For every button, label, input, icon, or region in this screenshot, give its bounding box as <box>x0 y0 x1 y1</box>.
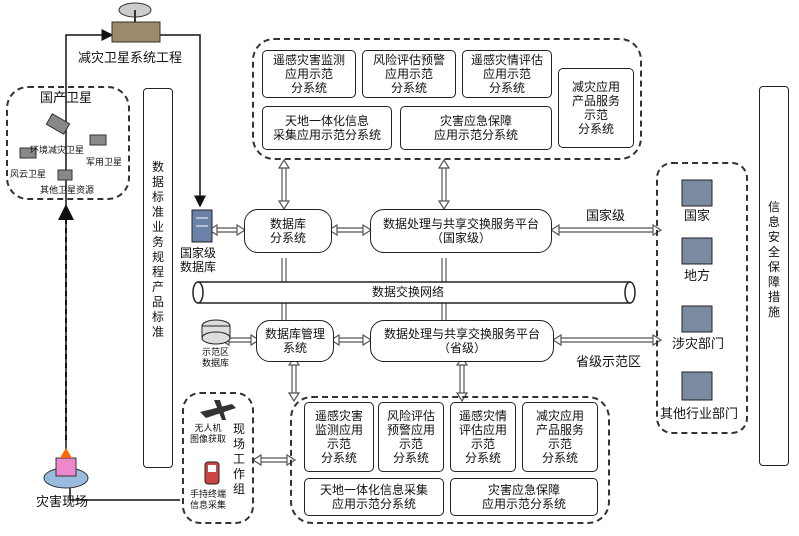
fengyun-sat-label: 风云卫星 <box>10 170 47 180</box>
bottom-app-product: 减灾应用 产品服务 示范 分系统 <box>522 402 598 472</box>
bottom-app-assessment: 遥感灾情 评估应用 示范 分系统 <box>450 402 516 472</box>
handheld-label: 手持终端 信息采集 <box>190 490 227 511</box>
exchange-network-pipe <box>192 281 636 304</box>
provincial-db-subsystem: 数据库管理 系统 <box>256 320 334 362</box>
national-db-subsystem: 数据库 分系统 <box>244 209 332 253</box>
user-disaster-dept: 涉灾部门 <box>672 337 725 352</box>
national-level-label: 国家级 <box>586 209 626 224</box>
standards-column-text: 数据标准 业务规程 产品标准 <box>151 160 164 339</box>
top-app-monitoring: 遥感灾害监测 应用示范 分系统 <box>262 50 356 98</box>
double-arrows <box>214 165 656 463</box>
site-to-satellite-line <box>65 29 114 470</box>
national-db-icon <box>191 209 213 243</box>
bottom-apps-group <box>290 396 610 524</box>
military-sat-label: 军用卫星 <box>86 158 123 168</box>
security-column-text: 信息安全保障措施 <box>767 200 780 319</box>
disaster-site-label: 灾害现场 <box>36 495 89 510</box>
satellite-project-label: 减灾卫星系统工程 <box>78 51 183 66</box>
exchange-network-label: 数据交换网络 <box>372 285 445 299</box>
national-db-label: 国家级 数据库 <box>180 246 217 274</box>
handheld-icon <box>204 461 220 485</box>
arrow-heads <box>207 158 663 467</box>
provincial-platform: 数据处理与共享交换服务平台 （省级） <box>370 320 554 362</box>
top-apps-group <box>252 38 642 160</box>
satellite-icons <box>19 113 107 181</box>
demo-db-label: 示范区 数据库 <box>202 348 230 369</box>
field-work-title: 现场工作组 <box>232 422 245 496</box>
user-other-dept: 其他行业部门 <box>660 407 739 422</box>
national-platform: 数据处理与共享交换服务平台 （国家级） <box>370 209 552 253</box>
field-work-group <box>182 392 254 524</box>
demo-db-icon <box>201 319 231 345</box>
disaster-site-icon <box>43 448 89 489</box>
bottom-app-risk: 风险评估 预警应用 示范 分系统 <box>378 402 444 472</box>
top-app-product: 减灾应用 产品服务 示范 分系统 <box>558 68 634 148</box>
security-column <box>759 86 789 466</box>
satellite-to-db-line <box>160 34 206 208</box>
domestic-satellites-title: 国产卫星 <box>40 91 93 106</box>
bottom-app-integrated: 天地一体化信息采集 应用示范分系统 <box>304 478 444 516</box>
env-sat-label: 环境减灾卫星 <box>30 146 85 156</box>
satellite-dish-icon <box>111 2 161 43</box>
user-local: 地方 <box>684 269 711 284</box>
users-group <box>656 162 748 434</box>
other-sat-label: 其他卫星资源 <box>40 186 95 196</box>
top-app-risk: 风险评估预警 应用示范 分系统 <box>362 50 456 98</box>
top-app-assessment: 遥感灾情评估 应用示范 分系统 <box>462 50 552 98</box>
building-icons <box>681 179 713 401</box>
uav-label: 无人机 图像获取 <box>190 424 227 445</box>
bottom-app-monitoring: 遥感灾害 监测应用 示范 分系统 <box>304 402 374 472</box>
uav-icon <box>200 400 236 420</box>
provincial-demo-area-label: 省级示范区 <box>576 355 642 370</box>
top-app-integrated: 天地一体化信息 采集应用示范分系统 <box>262 106 392 150</box>
bottom-app-emergency: 灾害应急保障 应用示范分系统 <box>450 478 598 516</box>
top-app-emergency: 灾害应急保障 应用示范分系统 <box>400 106 552 150</box>
domestic-satellites-group <box>6 86 130 200</box>
user-national: 国家 <box>684 209 711 224</box>
standards-column <box>143 88 173 468</box>
